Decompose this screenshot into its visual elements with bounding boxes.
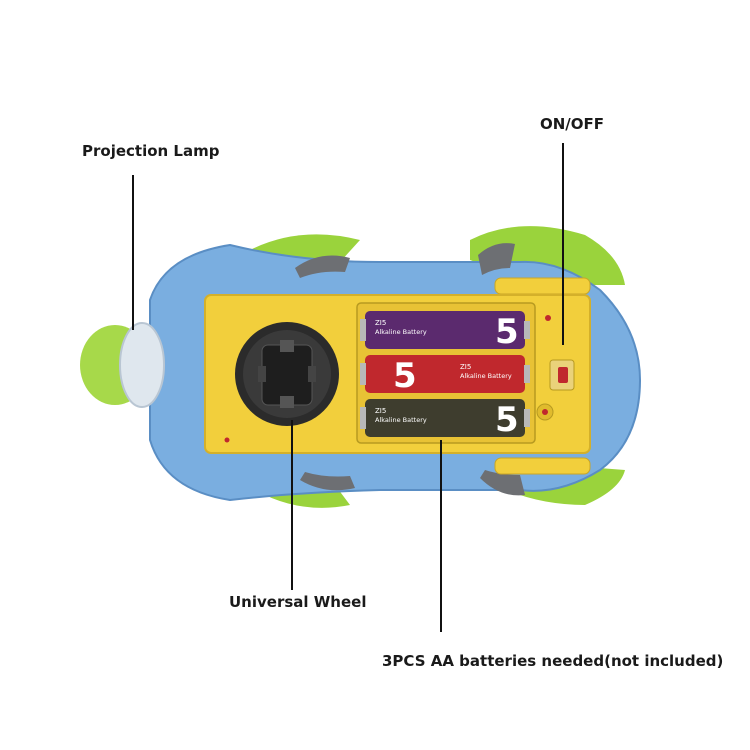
battery-brand: ZI5 (375, 319, 386, 327)
battery-terminal (360, 407, 366, 429)
projection-lamp-label: Projection Lamp (82, 142, 220, 160)
battery-digit: 5 (495, 312, 519, 352)
battery-digit: 5 (393, 356, 417, 396)
on-off-switch (558, 367, 568, 383)
battery-brand: ZI5 (460, 363, 471, 371)
battery-line: Alkaline Battery (460, 372, 512, 380)
battery-body (365, 355, 525, 393)
battery-terminal (524, 365, 530, 383)
universal-wheel-label: Universal Wheel (229, 593, 367, 611)
on-off-label: ON/OFF (540, 115, 605, 133)
battery-terminal (360, 319, 366, 341)
bumper-bottom-rear (480, 470, 525, 496)
battery-body (365, 311, 525, 349)
battery-terminal (360, 363, 366, 385)
bumper-top-front (295, 255, 350, 278)
projection-lamp-lens (119, 322, 165, 408)
battery-terminal (524, 321, 530, 339)
battery-line: Alkaline Battery (375, 416, 427, 424)
batteries-needed-label: 3PCS AA batteries needed(not included) (382, 652, 724, 670)
battery-terminal (524, 409, 530, 427)
bumper-bottom-front (300, 472, 355, 491)
bumper-top-rear (478, 243, 515, 275)
rear-wheel-top (494, 277, 591, 295)
battery-brand: ZI5 (375, 407, 386, 415)
rear-wheel-bottom (494, 457, 591, 475)
battery-body (365, 399, 525, 437)
battery-line: Alkaline Battery (375, 328, 427, 336)
battery-digit: 5 (495, 400, 519, 440)
